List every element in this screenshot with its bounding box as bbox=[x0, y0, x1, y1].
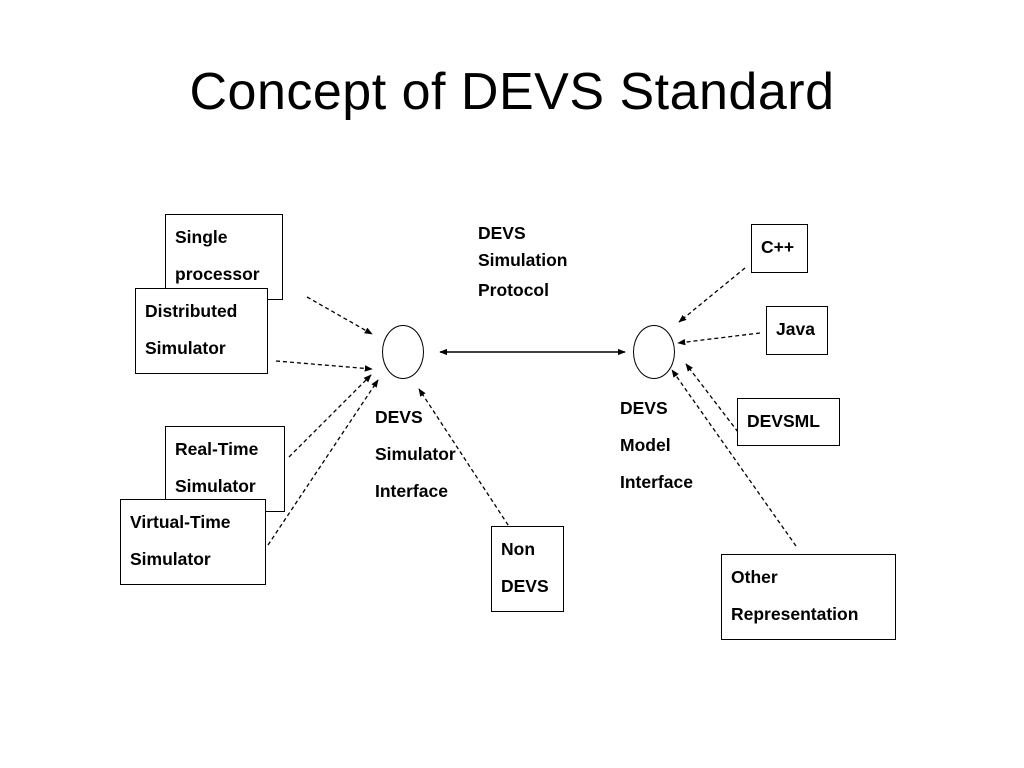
non-devs-line: DEVS bbox=[501, 575, 549, 596]
arrow-non-devs bbox=[418, 388, 513, 532]
protocol-label-line: Protocol bbox=[478, 280, 549, 300]
slide-title: Concept of DEVS Standard bbox=[189, 63, 835, 121]
single-processor-box: Single processor bbox=[165, 214, 283, 300]
cpp-label: C++ bbox=[761, 237, 795, 257]
single-processor-line: Single bbox=[175, 227, 228, 247]
non-devs-box: Non DEVS bbox=[491, 526, 564, 612]
arrow-other-representation bbox=[671, 369, 797, 547]
protocol-label-line: DEVS bbox=[478, 223, 526, 243]
protocol-label: DEVS Simulation Protocol bbox=[478, 220, 567, 307]
virtual-time-simulator-line: Virtual-Time bbox=[130, 512, 231, 532]
other-representation-box: Other Representation bbox=[721, 554, 896, 640]
simulator-interface-label-line: Interface bbox=[375, 481, 448, 501]
model-interface-label: DEVS Model Interface bbox=[620, 390, 693, 501]
arrow-cpp bbox=[678, 267, 746, 323]
other-representation-line: Representation bbox=[731, 603, 859, 624]
model-interface-label-line: Interface bbox=[620, 472, 693, 492]
non-devs-line: Non bbox=[501, 539, 536, 559]
devsml-label: DEVSML bbox=[747, 411, 820, 431]
java-label: Java bbox=[776, 319, 815, 339]
arrow-single-processor bbox=[306, 296, 373, 335]
distributed-simulator-box: Distributed Simulator bbox=[135, 288, 268, 374]
protocol-label-line: Simulation bbox=[478, 250, 568, 270]
real-time-simulator-line: Real-Time bbox=[175, 439, 259, 459]
distributed-simulator-line: Distributed bbox=[145, 301, 238, 321]
virtual-time-simulator-line: Simulator bbox=[130, 548, 211, 569]
model-interface-label-line: Model bbox=[620, 435, 671, 455]
simulator-interface-label-line: DEVS bbox=[375, 407, 423, 427]
model-interface-node bbox=[633, 325, 675, 379]
simulator-interface-label-line: Simulator bbox=[375, 444, 456, 464]
arrow-real-time bbox=[288, 374, 372, 458]
virtual-time-simulator-box: Virtual-Time Simulator bbox=[120, 499, 266, 585]
real-time-simulator-line: Simulator bbox=[175, 475, 256, 496]
simulator-interface-label: DEVS Simulator Interface bbox=[375, 399, 456, 510]
distributed-simulator-line: Simulator bbox=[145, 337, 226, 358]
other-representation-line: Other bbox=[731, 567, 778, 587]
arrow-virtual-time bbox=[267, 379, 379, 546]
cpp-box: C++ bbox=[751, 224, 808, 273]
simulator-interface-node bbox=[382, 325, 424, 379]
java-box: Java bbox=[766, 306, 828, 355]
devsml-box: DEVSML bbox=[737, 398, 840, 446]
arrow-devsml bbox=[685, 363, 739, 433]
arrow-java bbox=[677, 332, 761, 346]
model-interface-label-line: DEVS bbox=[620, 398, 668, 418]
arrow-distributed bbox=[275, 360, 373, 372]
single-processor-line: processor bbox=[175, 263, 260, 284]
